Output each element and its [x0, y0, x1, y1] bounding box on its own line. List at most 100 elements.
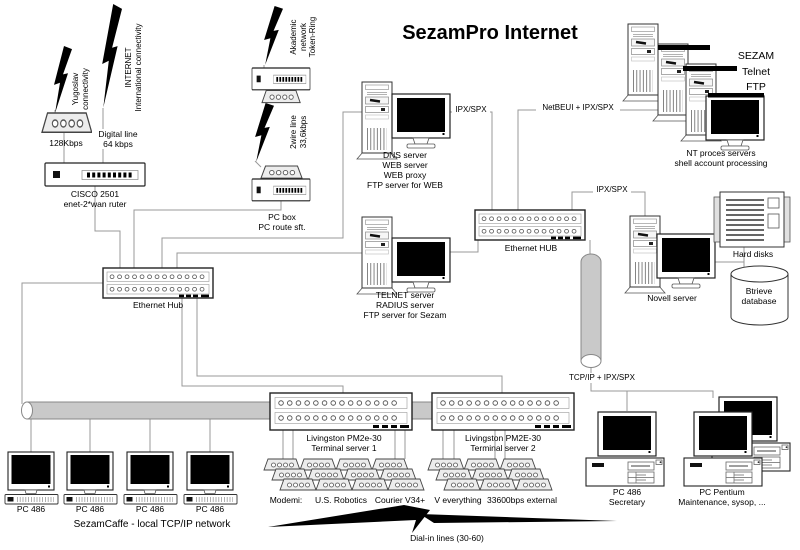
pentium-pc-label: PC Pentium Maintenance, sysop, ...: [662, 487, 782, 507]
modem-group-label-4: V everything: [434, 495, 482, 505]
label-line: WEB proxy: [383, 170, 427, 180]
modem-group-label-1: Modemi:: [269, 495, 303, 505]
label-line: FTP: [746, 81, 766, 93]
label-line: PC route sft.: [258, 222, 306, 232]
lightning-bolt-akademic-icon: [264, 6, 283, 65]
cisco-2501-router: [45, 163, 145, 186]
internet-link-label: INTERNET International connectivity: [124, 16, 143, 119]
2wire-link-label: 2wire line 33,6kbps: [289, 103, 308, 161]
label-line: WEB server: [382, 160, 428, 170]
lightning-bolt-dialin-icon: [268, 505, 617, 533]
dialin-lines-label: Dial-in lines (30-60): [410, 533, 484, 543]
wire-ts2-modems: [442, 430, 506, 459]
label-line: 2wire line: [289, 115, 298, 149]
page-title: SezamPro Internet: [402, 22, 578, 44]
modem-group-label-5: 33600bps external: [487, 495, 557, 505]
label-line: PC box: [268, 212, 296, 222]
lightning-bolt-yugoslav-icon: [54, 46, 72, 114]
terminal-server-2-label: Livingston PM2E-30 Terminal server 2: [438, 433, 568, 453]
label-line: connectivity: [80, 68, 90, 110]
caffe-pc-4: [184, 452, 237, 504]
pc-box-label: PC box PC route sft.: [246, 212, 318, 232]
edge-label-ipx-novell: IPX/SPX: [593, 185, 631, 195]
telnet-radius-server: [357, 217, 451, 294]
modem-bank-ts2: [427, 458, 553, 491]
terminal-server-2: [432, 393, 574, 430]
wire-coax-caffe-pcs: [30, 419, 211, 452]
label-line: Livingston PM2e-30: [306, 433, 382, 443]
modem-group-label-3: Courier V34+: [374, 495, 426, 505]
label-line: RADIUS server: [375, 300, 435, 310]
telnet-server-label: TELNET server RADIUS server FTP server f…: [340, 290, 470, 320]
dns-server-label: DNS server WEB server WEB proxy FTP serv…: [340, 150, 470, 190]
pentium-pc: [683, 396, 791, 487]
terminal-server-1-label: Livingston PM2e-30 Terminal server 1: [279, 433, 409, 453]
cisco-router-label: CISCO 2501 enet-2*wan ruter: [45, 189, 145, 209]
secretary-pc-label: PC 486 Secretary: [592, 487, 662, 507]
novell-server-label: Novell server: [647, 293, 697, 303]
sezam-services-label: SEZAM Telnet FTP: [726, 49, 786, 96]
label-line: INTERNET: [124, 47, 133, 88]
nt-servers-label: NT proces servers shell account processi…: [656, 148, 786, 168]
wire-hub1-coax: [21, 282, 103, 404]
label-line: enet-2*wan ruter: [63, 199, 127, 209]
modem-group-label-2: U.S. Robotics: [315, 495, 367, 505]
lightning-bolt-internet-icon: [102, 4, 122, 108]
wire-pcbox-hub1: [133, 201, 282, 268]
label-line: Terminal server 2: [470, 443, 536, 453]
label-line: 64 kbps: [103, 139, 133, 149]
ethernet-hub-2: [475, 210, 585, 240]
wire-ts1-modems: [282, 430, 406, 459]
caffe-pc-label-2: PC 486: [75, 504, 105, 514]
edge-label-netbeui: NetBEUI + IPX/SPX: [536, 103, 620, 113]
label-line: DNS server: [383, 150, 427, 160]
btrieve-database-label: Btrieve database: [729, 286, 789, 306]
label-line: International connectivity: [133, 23, 143, 112]
label-line: database: [741, 296, 777, 306]
label-line: network: [298, 23, 308, 52]
akademic-link-label: Akademic network Token-Ring: [289, 5, 318, 69]
label-line: Akademic: [289, 19, 298, 55]
caffe-pc-label-1: PC 486: [16, 504, 46, 514]
label-line: Livingston PM2E-30: [464, 433, 542, 443]
modem-128kbps-label: 128Kbps: [49, 138, 83, 148]
label-line: Maintenance, sysop, ...: [678, 497, 766, 507]
wire-hub2-nt-netbeui: [517, 109, 658, 210]
hard-disks-array: [713, 191, 791, 248]
caffe-pc-label-4: PC 486: [195, 504, 225, 514]
pc-box-router: [252, 179, 310, 201]
sezamcaffe-caption: SezamCaffe - local TCP/IP network: [73, 519, 231, 530]
nt-process-servers: [623, 24, 765, 150]
label-line: Telnet: [741, 65, 771, 78]
label-line: Token-Ring: [308, 16, 317, 58]
label-line: Yugoslav: [71, 72, 80, 106]
modem-pcbox: [260, 165, 303, 179]
coax-backbone-cylinder: [21, 401, 496, 420]
modem-tokenring: [261, 90, 301, 104]
wire-telnet-hub1: [176, 252, 362, 268]
terminal-server-1: [270, 393, 412, 430]
ethernet-hub-2-label: Ethernet HUB: [504, 243, 558, 253]
wire-telnet-hub2: [450, 240, 479, 253]
modem-bank-ts1: [263, 458, 425, 491]
label-line: FTP server for Sezam: [363, 310, 447, 320]
label-line: shell account processing: [674, 158, 768, 168]
lightning-bolt-2wire-icon: [255, 103, 274, 162]
digital-line-label: Digital line 64 kbps: [92, 129, 144, 149]
label-line: PC 486: [612, 487, 642, 497]
caffe-pc-2: [64, 452, 117, 504]
caffe-pc-1: [5, 452, 58, 504]
wire-hub1-ts2: [196, 298, 503, 393]
novell-server: [625, 216, 716, 293]
dns-web-server: [357, 82, 451, 159]
label-line: Btrieve: [745, 286, 773, 296]
label-line: CISCO 2501: [70, 189, 120, 199]
edge-label-tcpip: TCP/IP + IPX/SPX: [562, 373, 642, 383]
wire-cisco-hub1: [94, 186, 121, 268]
ethernet-hub-1-label: Ethernet Hub: [132, 300, 184, 310]
wire-dns-hub1: [161, 111, 362, 268]
caffe-pc-3: [124, 452, 177, 504]
label-line: SEZAM: [737, 50, 775, 62]
